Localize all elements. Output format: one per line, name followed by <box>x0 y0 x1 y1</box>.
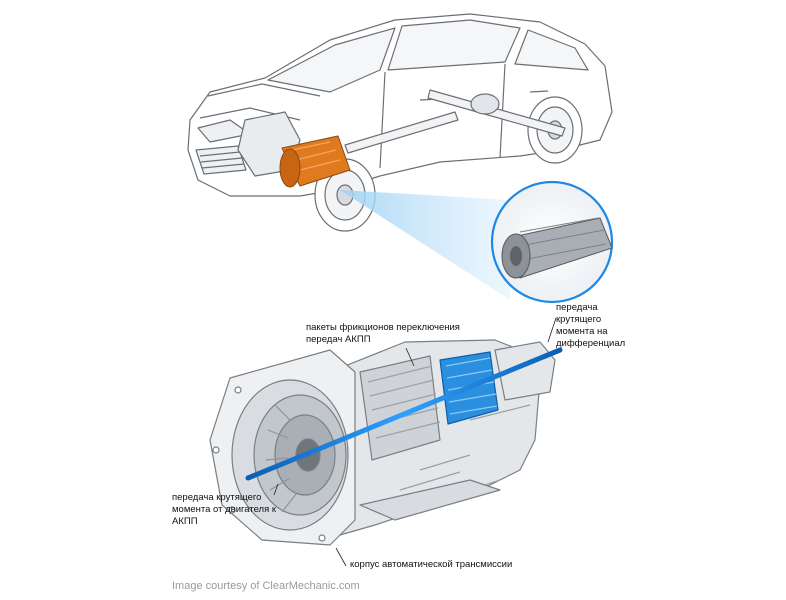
transmission-cutaway <box>209 339 556 546</box>
car-rear-window <box>514 29 589 71</box>
transmission-thumbnail <box>490 180 614 304</box>
image-credit: Image courtesy of ClearMechanic.com <box>172 580 360 592</box>
car-windshield <box>267 27 396 93</box>
car-side-window <box>387 19 521 71</box>
leader-housing <box>335 547 347 567</box>
label-input-torque: передача крутящего момента от двигателя … <box>172 492 277 527</box>
rear-axle <box>427 89 566 137</box>
leader-output <box>547 317 557 343</box>
highlight-beam <box>340 190 510 300</box>
label-clutch-packs: пакеты фрикционов переключения передач А… <box>306 322 460 345</box>
leader-clutch <box>405 347 415 367</box>
oil-pan <box>359 479 501 521</box>
label-housing: корпус автоматической трансмиссии <box>350 559 513 570</box>
car-transmission-highlight <box>279 135 351 188</box>
label-output-torque: передача крутящего момента на дифференци… <box>556 302 626 349</box>
driveshaft <box>344 111 459 154</box>
leader-input <box>273 483 279 496</box>
torque-flow-shaft <box>245 347 563 481</box>
leader-lines <box>273 317 557 567</box>
